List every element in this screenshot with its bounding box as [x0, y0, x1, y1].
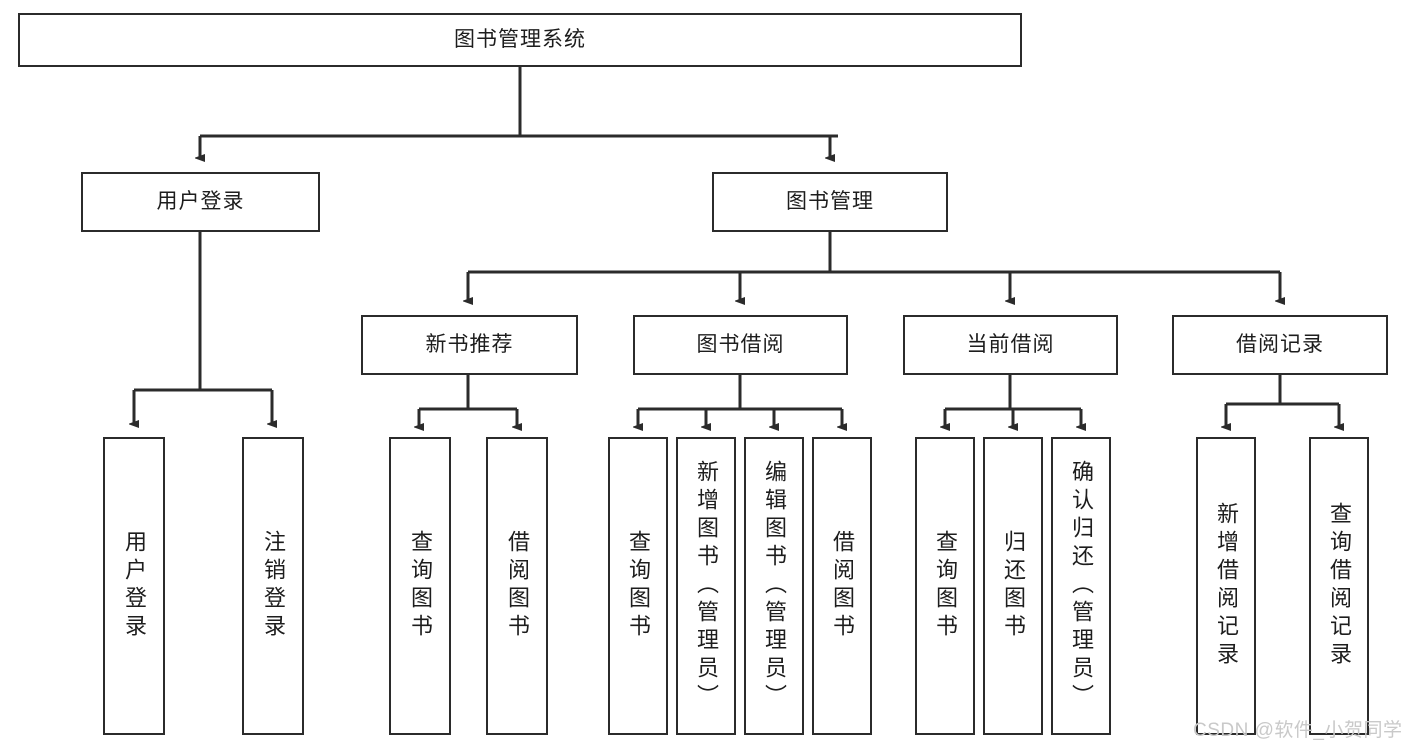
leaf-return-book-label: 归还图书: [1001, 530, 1026, 642]
node-borrow-record[interactable]: 借阅记录: [1172, 315, 1388, 375]
leaf-query-record[interactable]: 查询借阅记录: [1309, 437, 1369, 735]
leaf-add-book[interactable]: 新增图书（管理员）: [676, 437, 736, 735]
node-root[interactable]: 图书管理系统: [18, 13, 1022, 67]
leaf-add-record[interactable]: 新增借阅记录: [1196, 437, 1256, 735]
leaf-edit-book[interactable]: 编辑图书（管理员）: [744, 437, 804, 735]
node-current-borrow[interactable]: 当前借阅: [903, 315, 1118, 375]
node-borrow-record-label: 借阅记录: [1236, 332, 1324, 356]
node-current-borrow-label: 当前借阅: [966, 332, 1055, 356]
leaf-query-book-2[interactable]: 查询图书: [608, 437, 668, 735]
leaf-add-record-label: 新增借阅记录: [1214, 502, 1239, 670]
leaf-query-book-1[interactable]: 查询图书: [389, 437, 451, 735]
leaf-logout[interactable]: 注销登录: [242, 437, 304, 735]
leaf-query-book-3-label: 查询图书: [933, 530, 958, 642]
leaf-add-book-label: 新增图书（管理员）: [694, 460, 719, 712]
node-user-login[interactable]: 用户登录: [81, 172, 320, 232]
node-book-manage[interactable]: 图书管理: [712, 172, 948, 232]
node-new-book-rec[interactable]: 新书推荐: [361, 315, 578, 375]
leaf-borrow-book-2-label: 借阅图书: [830, 530, 855, 642]
leaf-edit-book-label: 编辑图书（管理员）: [762, 460, 787, 712]
csdn-watermark: CSDN @软件_小贺同学: [1193, 720, 1403, 741]
leaf-query-book-2-label: 查询图书: [626, 530, 651, 642]
node-user-login-label: 用户登录: [156, 189, 245, 213]
leaf-borrow-book-1[interactable]: 借阅图书: [486, 437, 548, 735]
leaf-return-book[interactable]: 归还图书: [983, 437, 1043, 735]
leaf-borrow-book-1-label: 借阅图书: [505, 530, 530, 642]
leaf-borrow-book-2[interactable]: 借阅图书: [812, 437, 872, 735]
leaf-query-book-3[interactable]: 查询图书: [915, 437, 975, 735]
node-book-manage-label: 图书管理: [786, 189, 874, 213]
leaf-query-record-label: 查询借阅记录: [1327, 502, 1352, 670]
node-root-label: 图书管理系统: [454, 27, 586, 51]
leaf-logout-label: 注销登录: [261, 530, 286, 642]
leaf-query-book-1-label: 查询图书: [408, 530, 433, 642]
leaf-confirm-return-label: 确认归还（管理员）: [1069, 460, 1094, 712]
leaf-confirm-return[interactable]: 确认归还（管理员）: [1051, 437, 1111, 735]
leaf-user-login[interactable]: 用户登录: [103, 437, 165, 735]
node-book-borrow[interactable]: 图书借阅: [633, 315, 848, 375]
node-new-book-rec-label: 新书推荐: [425, 332, 514, 356]
node-book-borrow-label: 图书借阅: [696, 332, 785, 356]
leaf-user-login-label: 用户登录: [122, 530, 147, 642]
